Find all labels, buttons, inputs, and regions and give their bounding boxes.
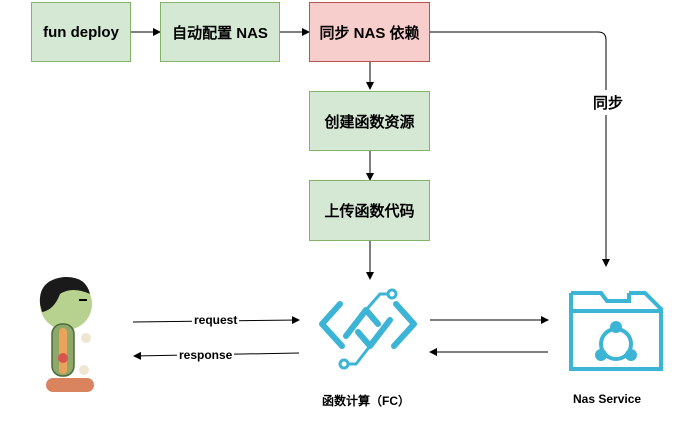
response-label: response <box>177 348 235 362</box>
nas-folder-icon <box>569 291 663 371</box>
function-compute-icon <box>319 288 417 370</box>
step-create-function: 创建函数资源 <box>309 91 430 151</box>
step-upload-code: 上传函数代码 <box>309 180 430 241</box>
step-auto-config-nas: 自动配置 NAS <box>160 2 280 62</box>
user-figure-icon <box>39 276 94 392</box>
nas-label: Nas Service <box>573 392 642 406</box>
sync-label: 同步 <box>593 90 624 115</box>
step-sync-nas-deps: 同步 NAS 依赖 <box>309 2 430 62</box>
fc-label: 函数计算（FC） <box>322 394 410 408</box>
step-fun-deploy: fun deploy <box>31 2 131 62</box>
arrow-sync-to-nas <box>430 31 610 267</box>
request-label: request <box>192 313 240 327</box>
